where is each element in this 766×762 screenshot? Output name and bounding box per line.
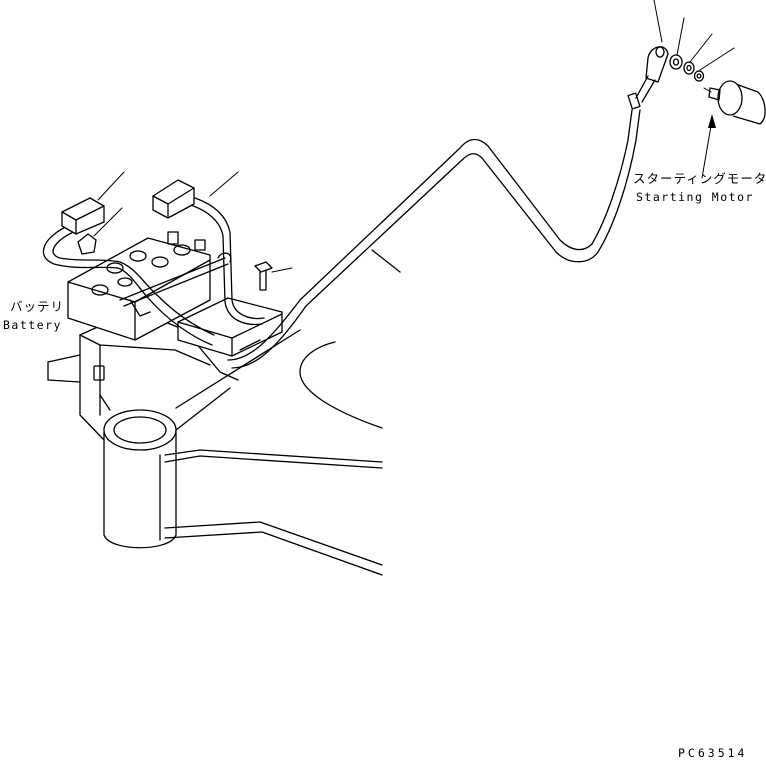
starting-motor xyxy=(703,80,766,125)
battery-label-jp: バッテリ xyxy=(10,299,65,314)
battery-label-en: Battery xyxy=(3,318,62,332)
leader-lines xyxy=(93,0,735,273)
starting-motor-label-jp: スターティングモータ xyxy=(633,171,766,186)
battery xyxy=(67,231,229,341)
terminal-hardware xyxy=(627,46,705,110)
drawing-code: PC63514 xyxy=(678,746,748,760)
starting-motor-label-en: Starting Motor xyxy=(636,190,754,204)
cables xyxy=(42,75,656,369)
